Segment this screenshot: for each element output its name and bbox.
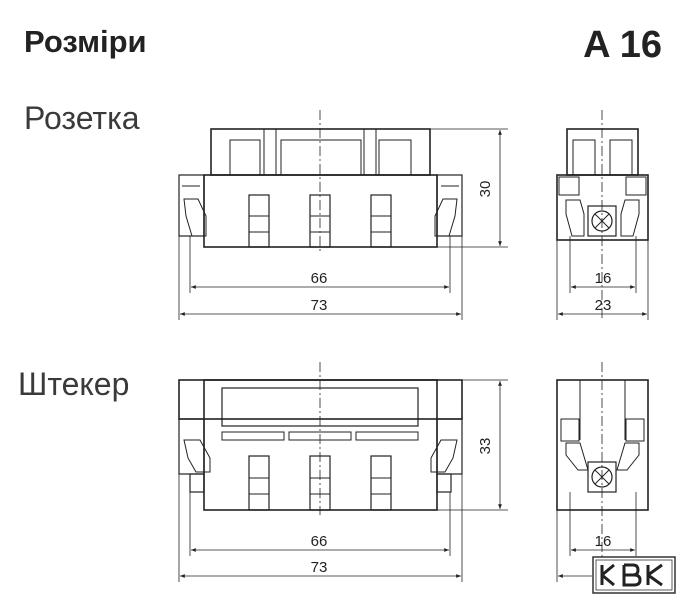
plug-height-dimension: 33 (477, 438, 494, 455)
socket-side-view (556, 110, 649, 320)
socket-side-outer-width-dimension: 23 (595, 297, 612, 314)
plug-label: Штекер (18, 366, 130, 402)
socket-outer-width-dimension: 73 (311, 297, 328, 314)
socket-inner-width-dimension: 66 (311, 270, 328, 287)
socket-front-view (178, 110, 508, 320)
plug-inner-width-dimension: 66 (311, 533, 328, 550)
socket-label: Розетка (24, 100, 140, 136)
plug-side-inner-width-dimension: 16 (595, 533, 612, 550)
plug-front-view (178, 362, 508, 582)
plug-outer-width-dimension: 73 (311, 559, 328, 576)
kbk-logo (592, 556, 676, 594)
page-title: Розміри (24, 24, 147, 59)
socket-side-inner-width-dimension: 16 (595, 270, 612, 287)
plug-side-view (556, 362, 649, 585)
product-code: A 16 (583, 24, 662, 66)
socket-height-dimension: 30 (477, 181, 494, 198)
